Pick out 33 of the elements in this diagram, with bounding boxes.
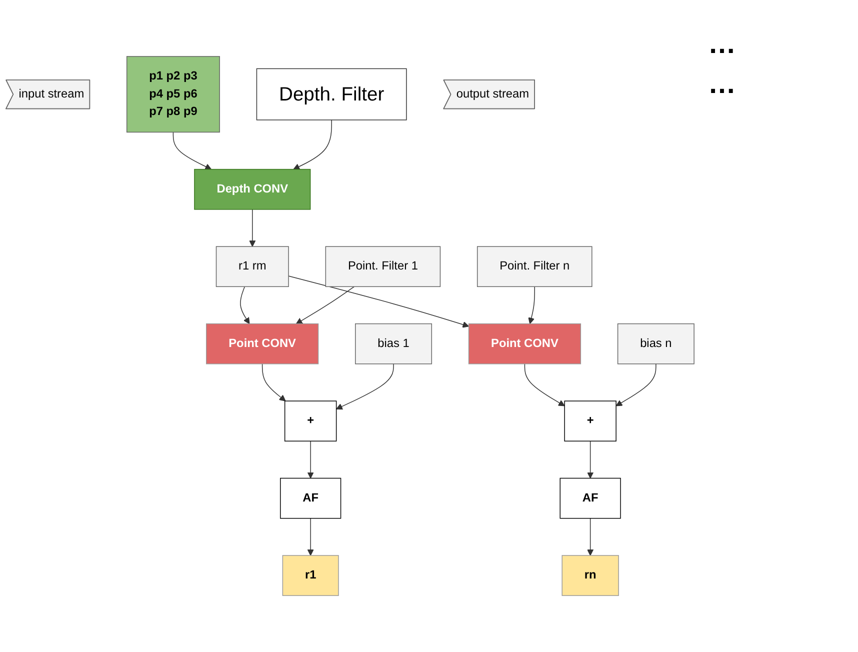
node-box: r1 <box>282 555 339 596</box>
arrow <box>307 518 314 556</box>
node-box: bias n <box>617 323 694 364</box>
ellipsis-label: … <box>708 28 737 60</box>
arrow <box>262 364 286 402</box>
arrow <box>528 286 535 324</box>
node-box: r1 rm <box>216 246 289 288</box>
arrow <box>587 518 594 556</box>
node-box: AF <box>280 478 342 519</box>
arrow <box>336 364 394 410</box>
arrow <box>293 120 332 170</box>
arrow <box>587 440 594 479</box>
node-box: p1 p2 p3 p4 p5 p6 p7 p8 p9 <box>126 56 220 133</box>
arrow <box>296 286 355 324</box>
node-box: rn <box>562 555 619 596</box>
node-box: Point. Filter 1 <box>325 246 441 288</box>
node-box: Depth CONV <box>194 168 311 210</box>
arrow <box>524 364 565 406</box>
arrow <box>172 132 212 170</box>
node-box: Point CONV <box>206 323 319 364</box>
node-box: AF <box>560 478 621 519</box>
arrow <box>307 440 314 479</box>
arrow <box>240 286 250 324</box>
ellipsis-label: … <box>708 68 737 100</box>
arrow <box>288 276 470 328</box>
arrow <box>616 364 656 406</box>
arrow <box>249 209 256 247</box>
node-box: Point CONV <box>468 323 582 364</box>
node-box: Point. Filter n <box>476 246 592 288</box>
node-box: + <box>564 400 616 442</box>
node-box: Depth. Filter <box>256 68 407 120</box>
node-box: bias 1 <box>355 323 432 364</box>
node-box: + <box>284 400 337 442</box>
